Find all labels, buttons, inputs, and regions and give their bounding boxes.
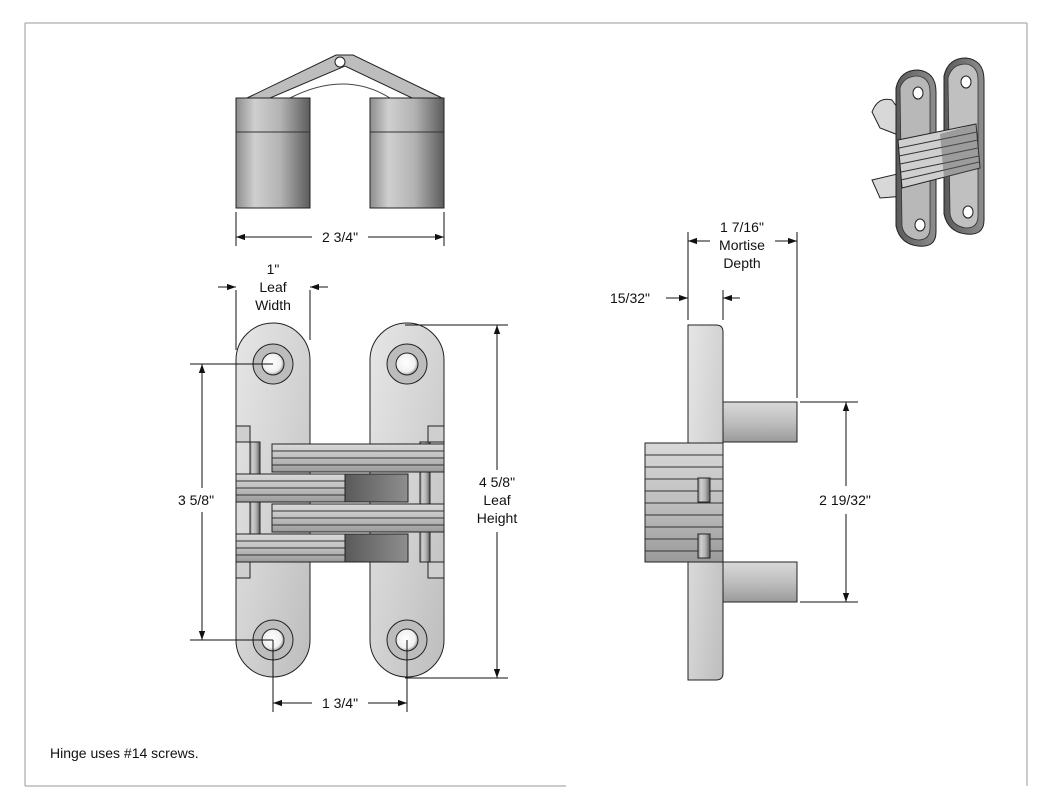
hinge-side-view bbox=[644, 324, 798, 681]
leaf-width-dimension: 1" Leaf Width bbox=[218, 261, 328, 350]
mortise-depth-label-line2: Depth bbox=[723, 255, 760, 271]
flange-thickness-dimension: 15/32" bbox=[610, 290, 740, 320]
screw-size-note: Hinge uses #14 screws. bbox=[50, 745, 199, 761]
hinge-front-view bbox=[235, 322, 445, 678]
overall-width-label: 2 3/4" bbox=[322, 229, 358, 245]
drawing-border bbox=[24, 22, 1028, 787]
mortise-depth-label-line1: Mortise bbox=[719, 237, 765, 253]
leaf-height-dimension: 4 5/8" Leaf Height bbox=[405, 324, 518, 679]
leaf-height-value: 4 5/8" bbox=[479, 474, 515, 490]
body-height-dimension: 2 19/32" bbox=[800, 401, 871, 603]
body-height-label: 2 19/32" bbox=[819, 492, 871, 508]
screw-hole-top-right bbox=[386, 343, 428, 385]
hole-spacing-horizontal-dimension: 1 3/4" bbox=[272, 640, 408, 712]
mortise-depth-value: 1 7/16" bbox=[720, 219, 764, 235]
leaf-height-label-line1: Leaf bbox=[483, 492, 510, 508]
flange-thickness-label: 15/32" bbox=[610, 290, 650, 306]
leaf-width-value: 1" bbox=[267, 261, 280, 277]
hinge-isometric-view bbox=[871, 57, 985, 247]
overall-width-dimension: 2 3/4" bbox=[235, 212, 445, 246]
leaf-width-label-line1: Leaf bbox=[259, 279, 286, 295]
hole-spacing-horizontal-label: 1 3/4" bbox=[322, 695, 358, 711]
leaf-width-label-line2: Width bbox=[255, 297, 291, 313]
mortise-depth-dimension: 1 7/16" Mortise Depth bbox=[687, 219, 798, 398]
leaf-height-label-line2: Height bbox=[477, 510, 518, 526]
hole-spacing-vertical-dimension: 3 5/8" bbox=[178, 363, 273, 641]
hole-spacing-vertical-label: 3 5/8" bbox=[178, 492, 214, 508]
hinge-top-view bbox=[235, 54, 445, 209]
